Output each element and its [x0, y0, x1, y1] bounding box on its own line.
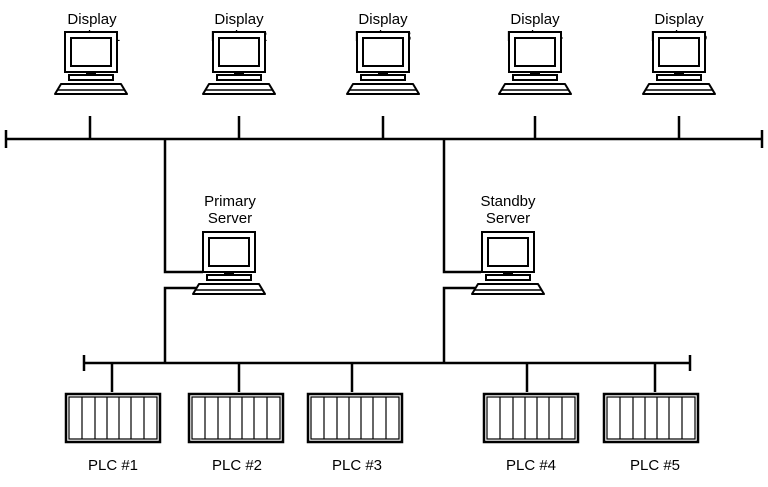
standby-server: Standby Server	[471, 193, 545, 295]
computer-terminal-icon	[346, 31, 420, 95]
primary-server: Primary Server	[192, 193, 266, 295]
computer-terminal-icon	[54, 31, 128, 95]
server-label-line2: Server	[486, 210, 530, 227]
plc-rack-icon	[187, 392, 285, 444]
display-node-label-line1: Display	[510, 11, 560, 28]
standby-server-links	[442, 139, 481, 363]
display-node-label-line1: Display	[214, 11, 264, 28]
computer-terminal-icon	[192, 231, 266, 295]
plc-3: PLC #3	[306, 392, 404, 474]
plc-rack-icon	[602, 392, 700, 444]
plc-rack-icon	[64, 392, 162, 444]
display-node-1: Display Node #1	[54, 11, 128, 95]
plc-rack-icon	[306, 392, 404, 444]
plc-label: PLC #4	[506, 457, 556, 474]
primary-server-links	[163, 139, 203, 363]
plc-4: PLC #4	[482, 392, 580, 474]
computer-terminal-icon	[642, 31, 716, 95]
server-label-line2: Server	[208, 210, 252, 227]
plc-label: PLC #1	[88, 457, 138, 474]
plc-label: PLC #3	[332, 457, 382, 474]
display-node-label-line1: Display	[654, 11, 704, 28]
server-label-line1: Primary	[204, 193, 256, 210]
plc-1: PLC #1	[64, 392, 162, 474]
display-node-3: Display Node #3	[346, 11, 420, 95]
plc-label: PLC #2	[212, 457, 262, 474]
computer-terminal-icon	[202, 31, 276, 95]
plc-2: PLC #2	[187, 392, 285, 474]
display-node-4: Display Node #4	[498, 11, 572, 95]
display-node-label-line1: Display	[358, 11, 408, 28]
computer-terminal-icon	[498, 31, 572, 95]
display-node-5: Display Node #5	[642, 11, 716, 95]
plc-5: PLC #5	[602, 392, 700, 474]
plc-rack-icon	[482, 392, 580, 444]
computer-terminal-icon	[471, 231, 545, 295]
lower-network-bus	[82, 355, 692, 392]
display-node-2: Display Node #2	[202, 11, 276, 95]
plc-label: PLC #5	[630, 457, 680, 474]
upper-network-bus	[4, 116, 764, 148]
server-label-line1: Standby	[480, 193, 536, 210]
display-node-label-line1: Display	[67, 11, 117, 28]
